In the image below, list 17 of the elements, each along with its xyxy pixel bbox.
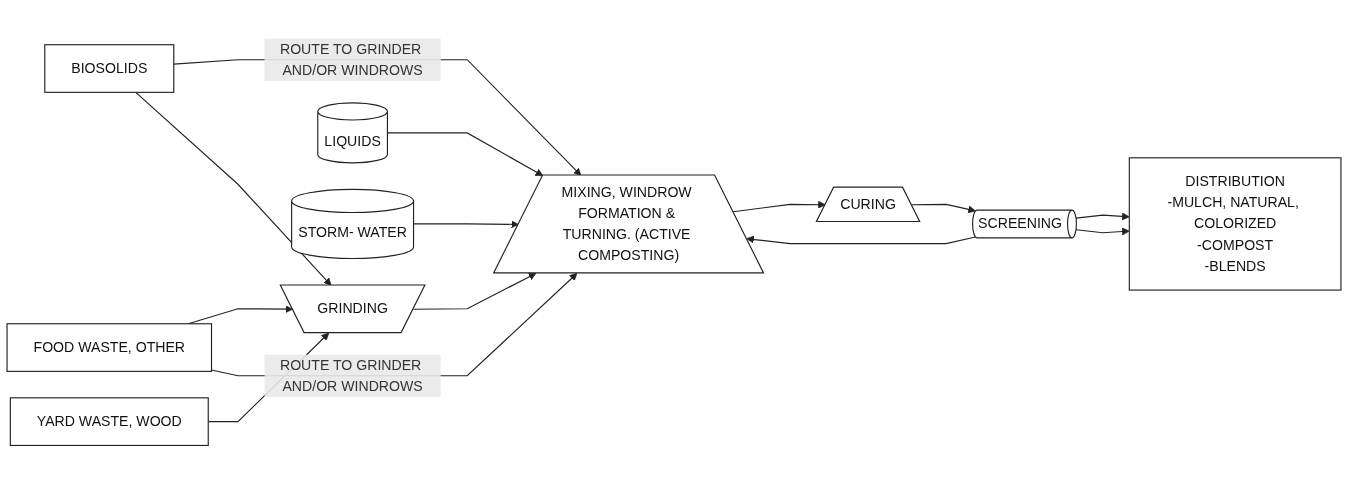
arrow — [412, 272, 537, 310]
arrow — [210, 272, 578, 377]
edge-label: ROUTE TO GRINDER AND/OR WINDROWS — [279, 41, 423, 78]
node-box: FOOD WASTE, OTHER — [6, 323, 213, 372]
arrow — [910, 203, 976, 214]
arrow — [173, 59, 582, 176]
arrow — [746, 235, 977, 245]
arrow — [1075, 227, 1130, 236]
arrow — [386, 132, 544, 177]
node-box: DISTRIBUTION -MULCH, NATURAL, COLORIZED -COMPOST -BLENDS — [1128, 157, 1342, 291]
node-box: YARD WASTE, WOOD — [9, 397, 209, 447]
edge-label: ROUTE TO GRINDER AND/OR WINDROWS — [279, 357, 423, 394]
node-box: BIOSOLIDS — [44, 44, 175, 93]
node-text: SCREENING — [978, 216, 1063, 231]
arrow — [1075, 212, 1130, 221]
arrow — [732, 200, 826, 213]
arrow — [412, 220, 519, 229]
